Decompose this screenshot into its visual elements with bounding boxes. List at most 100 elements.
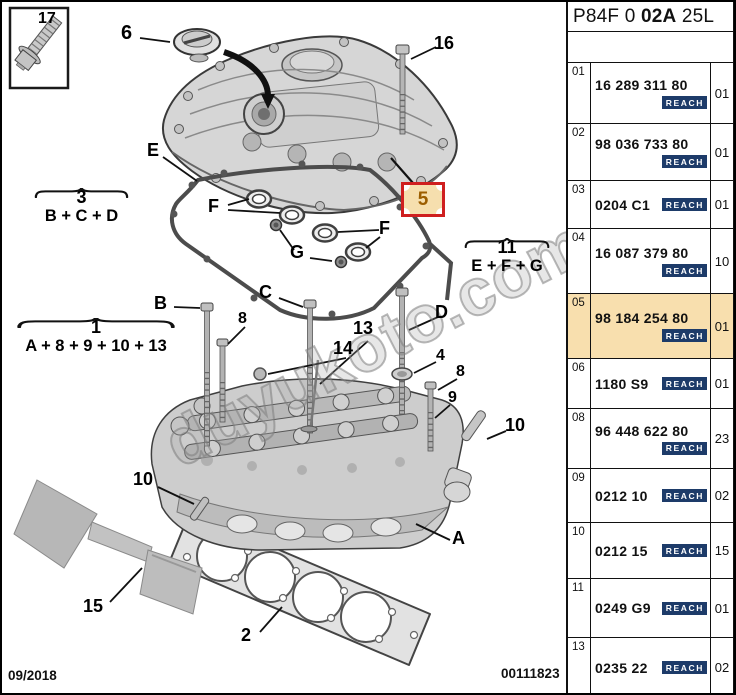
part-number: 0212 10 <box>595 487 648 504</box>
callout-6[interactable]: 6 <box>121 22 133 44</box>
reach-badge[interactable]: REACH <box>661 198 707 211</box>
callout-G[interactable]: G <box>290 242 305 262</box>
row-qty: 10 <box>714 253 730 269</box>
callout-F-1[interactable]: F <box>208 196 219 216</box>
part-cell: 1180 S9 REACH <box>591 359 711 408</box>
part-number: 16 289 311 80 <box>595 77 688 93</box>
head-gasket-drawing <box>168 511 431 666</box>
reach-badge[interactable]: REACH <box>661 544 707 557</box>
callout-17[interactable]: 17 <box>38 10 56 27</box>
part-number: 0249 G9 <box>595 600 651 616</box>
callout-C[interactable]: C <box>259 282 272 302</box>
row-qty: 01 <box>714 376 730 391</box>
row-qty: 01 <box>714 197 730 212</box>
callout-16[interactable]: 16 <box>434 33 455 53</box>
formula-11-expression: E + F + G <box>471 257 543 275</box>
cap-arrow <box>223 49 275 109</box>
callout-A[interactable]: A <box>452 528 465 548</box>
formula-1: 1 A + 8 + 9 + 10 + 13 <box>16 318 176 355</box>
callout-5-label: 5 <box>417 188 429 210</box>
row-ref: 03 <box>568 181 591 228</box>
row-ref: 11 <box>568 579 591 637</box>
callout-14[interactable]: 14 <box>333 338 354 358</box>
part-cell: 0212 15 REACH <box>591 523 711 578</box>
formula-11-number: 11 <box>497 237 517 257</box>
reach-badge[interactable]: REACH <box>661 155 707 168</box>
selection-corner <box>404 208 410 214</box>
part-number: 98 036 733 80 <box>595 136 689 152</box>
row-qty: 01 <box>714 144 730 160</box>
callout-F-2[interactable]: F <box>379 218 390 238</box>
callout-5-selected[interactable]: 5 <box>401 182 445 217</box>
part-number: 16 087 379 80 <box>595 245 689 261</box>
callout-15[interactable]: 15 <box>83 596 104 616</box>
callout-2[interactable]: 2 <box>241 625 252 645</box>
formula-11: 11 E + F + G <box>464 238 550 275</box>
nut-g-drawing <box>269 218 348 269</box>
callout-10-left[interactable]: 10 <box>133 469 154 489</box>
row-qty: 02 <box>714 488 730 503</box>
part-number: 98 184 254 80 <box>595 310 689 326</box>
reach-badge[interactable]: REACH <box>661 601 707 615</box>
callout-D[interactable]: D <box>435 302 448 322</box>
callout-4[interactable]: 4 <box>436 347 445 364</box>
part-cell: 0235 22 REACH <box>591 638 711 693</box>
part-number: 1180 S9 <box>595 375 649 392</box>
selection-corner <box>404 185 410 191</box>
title-suffix: 25L <box>676 6 715 27</box>
leader-lines <box>109 37 507 633</box>
part-number: 0235 22 <box>595 659 648 676</box>
row-ref: 09 <box>568 469 591 522</box>
callout-E[interactable]: E <box>147 140 160 160</box>
reach-badge[interactable]: REACH <box>661 329 707 342</box>
row-qty: 01 <box>714 85 730 101</box>
formula-1-expression: A + 8 + 9 + 10 + 13 <box>25 337 167 355</box>
part-number: 0212 15 <box>595 542 648 559</box>
reach-badge[interactable]: REACH <box>661 96 707 109</box>
formula-1-number: 1 <box>90 317 101 337</box>
row-qty: 15 <box>714 543 730 558</box>
part-cell: 0212 10 REACH <box>591 469 711 522</box>
bolt-16-drawing <box>395 44 410 135</box>
part-cell: 16 087 379 80 REACH <box>591 229 711 293</box>
row-ref: 13 <box>568 638 591 693</box>
reach-badge[interactable]: REACH <box>661 441 707 455</box>
cover-gasket-drawing <box>169 160 454 321</box>
row-ref: 10 <box>568 523 591 578</box>
reach-badge[interactable]: REACH <box>661 377 707 390</box>
callout-13[interactable]: 13 <box>353 318 374 338</box>
callout-B[interactable]: B <box>154 293 167 313</box>
selection-corner <box>436 208 442 214</box>
reach-badge[interactable]: REACH <box>661 489 707 502</box>
callout-9[interactable]: 9 <box>448 389 457 406</box>
catalog-reference-title: P84F 0 02A 25L <box>568 2 733 32</box>
brace-icon <box>464 238 550 248</box>
reach-badge[interactable]: REACH <box>661 264 707 277</box>
row-qty: 01 <box>714 600 730 616</box>
part-cell: 16 289 311 80 REACH <box>591 63 711 123</box>
callout-8-1[interactable]: 8 <box>238 310 247 327</box>
reach-badge[interactable]: REACH <box>661 661 707 674</box>
formula-3-number: 3 <box>76 187 87 207</box>
cylinder-head-drawing <box>150 378 472 551</box>
row-ref: 04 <box>568 229 591 293</box>
diagram-date: 09/2018 <box>8 668 57 683</box>
oil-cap-drawing <box>173 28 221 63</box>
part-number: 96 448 622 80 <box>595 422 689 439</box>
callout-10-right[interactable]: 10 <box>505 415 526 435</box>
row-ref: 05 <box>568 294 591 358</box>
callout-8-2[interactable]: 8 <box>456 363 465 380</box>
